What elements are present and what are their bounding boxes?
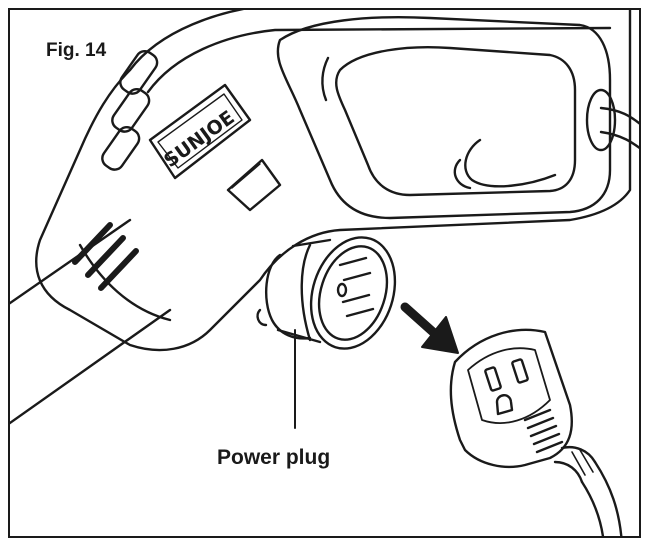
power-plug bbox=[256, 236, 397, 350]
trigger-guard bbox=[226, 158, 282, 212]
grip-ribs bbox=[72, 50, 159, 291]
tool-body bbox=[35, 10, 632, 352]
power-plug-label: Power plug bbox=[217, 446, 331, 469]
tool-illustration: SUNJOE bbox=[10, 10, 639, 536]
extension-cord-connector bbox=[449, 328, 623, 536]
tool-shaft bbox=[10, 218, 172, 425]
handle-loop bbox=[276, 16, 612, 220]
cord-clip bbox=[453, 88, 639, 190]
arrow-down-right-icon bbox=[400, 302, 459, 354]
figure-label: Fig. 14 bbox=[46, 40, 107, 61]
brand-plate bbox=[148, 83, 252, 180]
figure-frame: SUNJOE Fig. 14 Power plug bbox=[8, 8, 641, 538]
